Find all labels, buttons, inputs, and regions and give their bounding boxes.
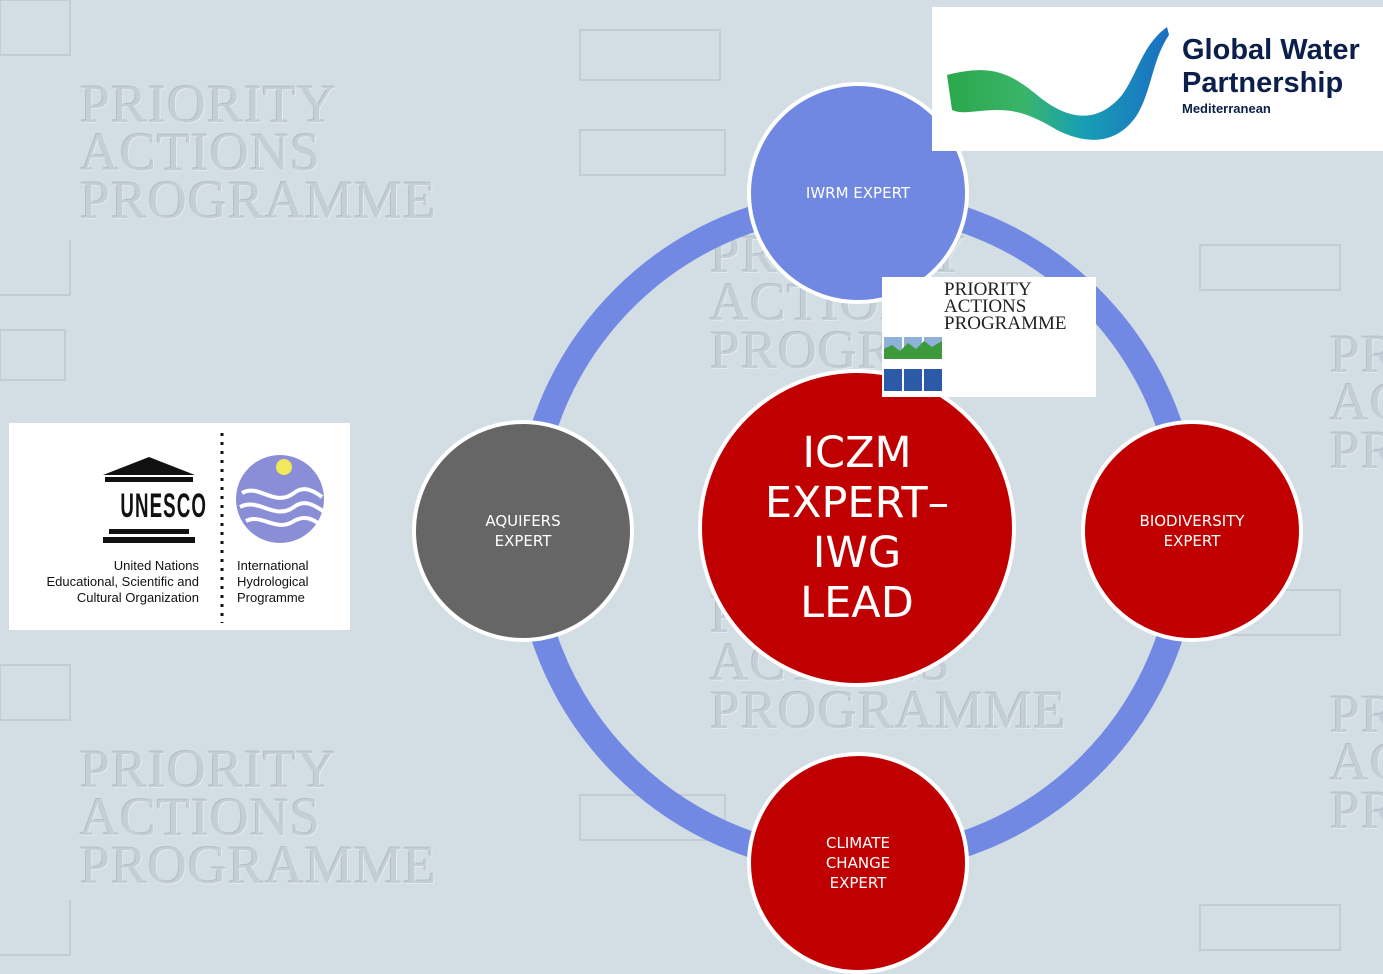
watermark-line: ACTIONS (80, 787, 322, 847)
watermark-line: ACTIONS (1330, 372, 1383, 432)
ihp-emblem-icon (236, 455, 325, 543)
watermark-line: PROGRAMME (1330, 420, 1383, 480)
unesco-ihp-logo: UNESCO United Nations Educational, Scien… (9, 423, 350, 630)
gwp-title-line2: Partnership (1182, 67, 1344, 99)
node-iwrm-label: IWRM EXPERT (805, 184, 911, 202)
node-right-line: EXPERT (1163, 532, 1221, 550)
dotted-divider (220, 433, 224, 623)
gwp-logo: Global Water Partnership Mediterranean (932, 7, 1383, 151)
node-center-line: ICZM (802, 428, 912, 478)
node-center-line: EXPERT– (764, 478, 950, 528)
watermark-line: PROGRAMME (80, 835, 438, 895)
watermark-line: ACTIONS (1330, 732, 1383, 792)
unesco-org-line2: Educational, Scientific and (46, 574, 199, 589)
unesco-org-line3: Cultural Organization (76, 590, 199, 605)
node-left-line: AQUIFERS (485, 512, 561, 530)
watermark-block-5: PRIORITY ACTIONS PROGRAMME (1330, 324, 1383, 480)
node-center-line: LEAD (800, 578, 914, 628)
watermark-line: PRIORITY (80, 74, 338, 134)
node-right-line: BIODIVERSITY (1139, 512, 1245, 530)
unesco-emblem-text: UNESCO (120, 487, 208, 525)
node-center-line: IWG (812, 528, 902, 578)
node-iczm-expert-lead: ICZM EXPERT– IWG LEAD (698, 369, 1016, 687)
node-bottom-line: CLIMATE (826, 834, 890, 852)
node-bottom-line: CHANGE (825, 854, 891, 872)
watermark-block-2: PRIORITY ACTIONS PROGRAMME (80, 739, 438, 895)
ihp-line1: International (237, 558, 309, 573)
unesco-org-line1: United Nations (113, 558, 199, 573)
watermark-block-1: PRIORITY ACTIONS PROGRAMME (80, 74, 438, 230)
gwp-title-line1: Global Water (1182, 34, 1360, 66)
watermark-line: PRIORITY (80, 739, 338, 799)
unesco-temple-icon (103, 457, 195, 543)
pap-logo: PRIORITY ACTIONS PROGRAMME (882, 277, 1096, 397)
pap-line3: PROGRAMME (944, 313, 1067, 334)
node-biodiversity-expert: BIODIVERSITY EXPERT (1081, 420, 1303, 642)
watermark-line: PRIORITY (1330, 324, 1383, 384)
watermark-line: PRIORITY (1330, 684, 1383, 744)
pap-line1: PRIORITY (944, 279, 1032, 300)
watermark-line: ACTIONS (80, 122, 322, 182)
node-aquifers-expert: AQUIFERS EXPERT (412, 420, 634, 642)
ihp-line3: Programme (237, 590, 305, 605)
watermark-line: PROGRAMME (1330, 780, 1383, 840)
pap-emblem-icon (884, 337, 942, 391)
watermark-block-6: PRIORITY ACTIONS PROGRAMME (1330, 684, 1383, 840)
watermark-line: PROGRAMME (80, 170, 438, 230)
ihp-line2: Hydrological (237, 574, 309, 589)
watermark-line: PROGRAMME (710, 680, 1068, 740)
gwp-wave-icon (947, 27, 1169, 140)
gwp-subtitle: Mediterranean (1182, 101, 1271, 116)
node-climate-change-expert: CLIMATE CHANGE EXPERT (747, 752, 969, 974)
node-left-line: EXPERT (494, 532, 552, 550)
node-bottom-line: EXPERT (829, 874, 887, 892)
pap-line2: ACTIONS (944, 296, 1027, 317)
